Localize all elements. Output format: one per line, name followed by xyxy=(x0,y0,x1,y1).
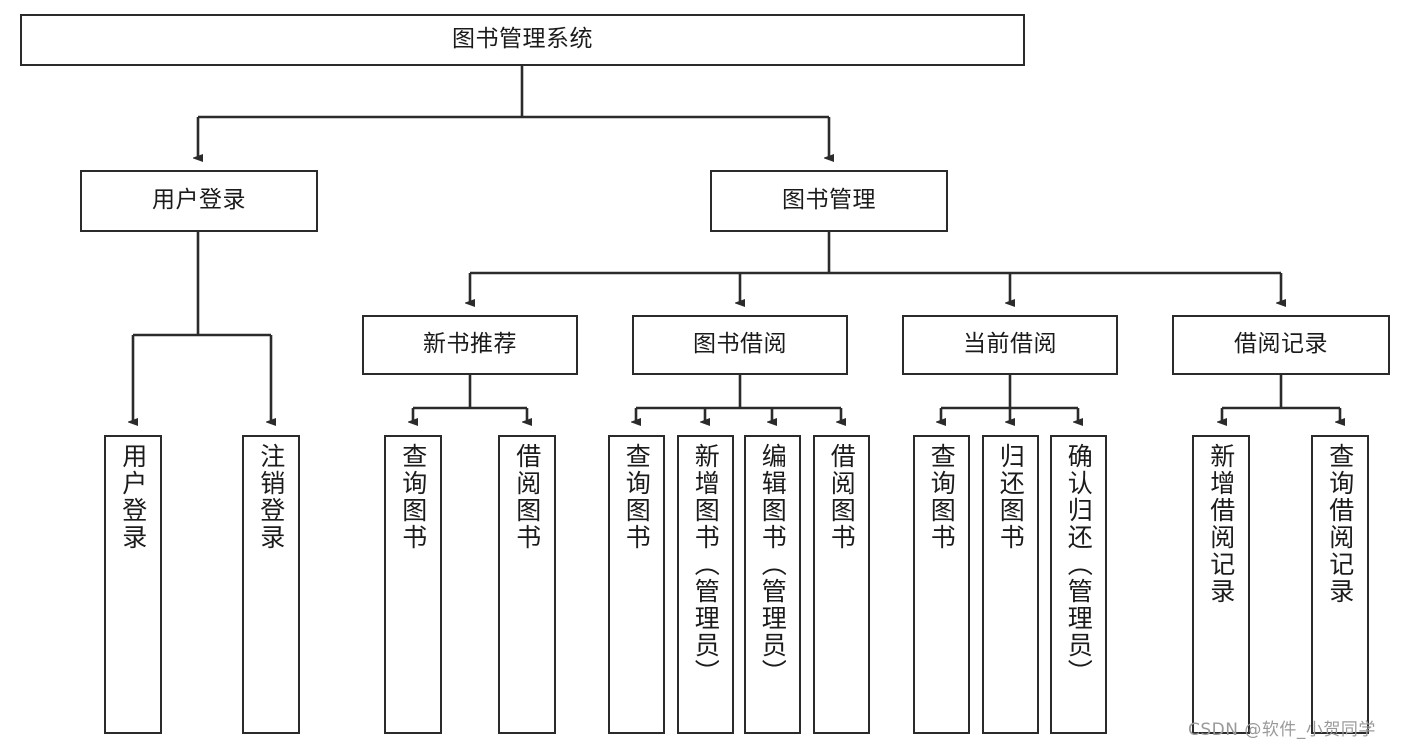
node-borrow-record[interactable]: 借阅记录 xyxy=(1172,315,1390,375)
node-leaf-query-record[interactable]: 查询借阅记录 xyxy=(1311,435,1369,734)
node-leaf-return-book-label: 归还图书 xyxy=(996,443,1026,551)
node-leaf-query-record-label: 查询借阅记录 xyxy=(1325,443,1355,605)
node-user-login[interactable]: 用户登录 xyxy=(80,170,318,232)
node-leaf-add-record-label: 新增借阅记录 xyxy=(1206,443,1236,605)
node-leaf-query-book-1-label: 查询图书 xyxy=(398,443,428,551)
node-leaf-user-logout[interactable]: 注销登录 xyxy=(242,435,300,734)
node-leaf-query-book-2[interactable]: 查询图书 xyxy=(608,435,665,734)
node-leaf-add-book-label: 新增图书（管理员） xyxy=(691,443,721,686)
node-leaf-query-book-1[interactable]: 查询图书 xyxy=(384,435,442,734)
node-book-borrow-label: 图书借阅 xyxy=(693,331,787,358)
node-leaf-edit-book[interactable]: 编辑图书（管理员） xyxy=(744,435,801,734)
node-leaf-confirm-return-label: 确认归还（管理员） xyxy=(1064,443,1094,686)
node-leaf-borrow-book-1-label: 借阅图书 xyxy=(512,443,542,551)
node-leaf-query-book-2-label: 查询图书 xyxy=(622,443,652,551)
node-book-borrow[interactable]: 图书借阅 xyxy=(632,315,848,375)
node-leaf-borrow-book-1[interactable]: 借阅图书 xyxy=(498,435,556,734)
node-leaf-query-book-3-label: 查询图书 xyxy=(927,443,957,551)
node-leaf-edit-book-label: 编辑图书（管理员） xyxy=(758,443,788,686)
node-new-book-rec-label: 新书推荐 xyxy=(423,331,517,358)
node-leaf-query-book-3[interactable]: 查询图书 xyxy=(913,435,970,734)
node-book-manage-label: 图书管理 xyxy=(782,187,876,214)
node-leaf-confirm-return[interactable]: 确认归还（管理员） xyxy=(1050,435,1107,734)
csdn-watermark: CSDN @软件_小贺同学 xyxy=(1188,720,1376,740)
node-leaf-user-login[interactable]: 用户登录 xyxy=(104,435,162,734)
node-leaf-add-record[interactable]: 新增借阅记录 xyxy=(1192,435,1250,734)
node-leaf-borrow-book-2-label: 借阅图书 xyxy=(827,443,857,551)
node-new-book-rec[interactable]: 新书推荐 xyxy=(362,315,578,375)
node-user-login-label: 用户登录 xyxy=(152,187,246,214)
node-borrow-record-label: 借阅记录 xyxy=(1234,331,1328,358)
node-leaf-return-book[interactable]: 归还图书 xyxy=(982,435,1039,734)
node-leaf-user-logout-label: 注销登录 xyxy=(256,443,286,551)
node-book-manage[interactable]: 图书管理 xyxy=(710,170,948,232)
node-leaf-borrow-book-2[interactable]: 借阅图书 xyxy=(813,435,870,734)
node-root[interactable]: 图书管理系统 xyxy=(20,14,1025,66)
node-root-label: 图书管理系统 xyxy=(452,26,593,53)
node-current-borrow[interactable]: 当前借阅 xyxy=(902,315,1118,375)
node-current-borrow-label: 当前借阅 xyxy=(963,331,1057,358)
node-leaf-user-login-label: 用户登录 xyxy=(118,443,148,551)
node-leaf-add-book[interactable]: 新增图书（管理员） xyxy=(677,435,734,734)
